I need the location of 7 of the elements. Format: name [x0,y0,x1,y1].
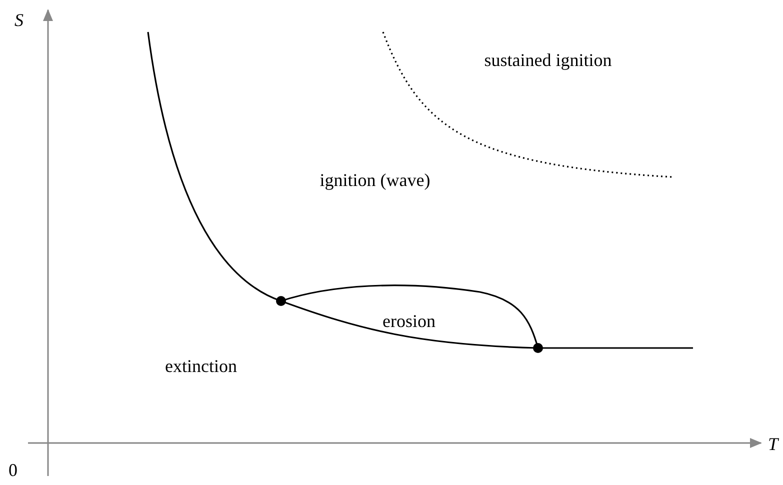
region-label: ignition (wave) [318,169,432,192]
region-label: extinction [164,355,238,378]
origin-label: 0 [8,459,18,482]
axis-label: T [766,433,780,456]
region-label: erosion [382,310,436,333]
axis-label: S [14,9,24,32]
region-label: sustained ignition [483,49,613,72]
